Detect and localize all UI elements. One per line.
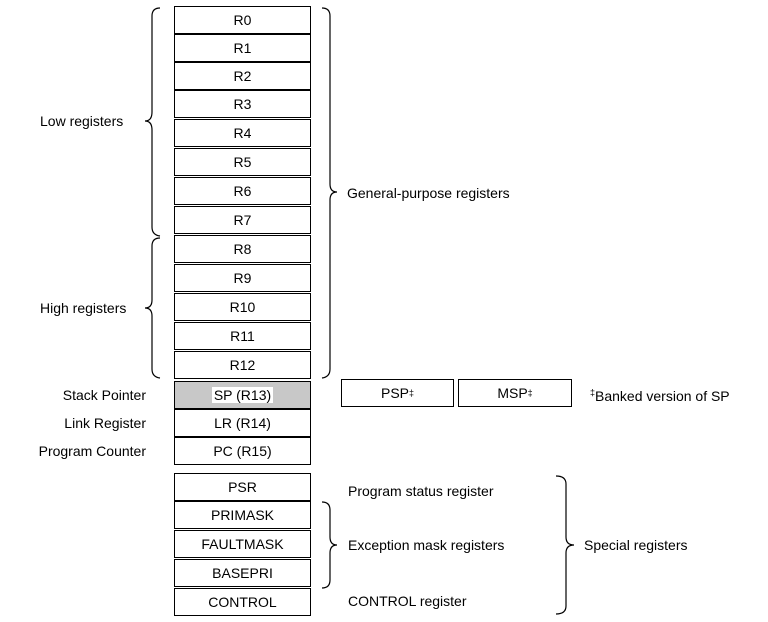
register-r0: R0	[174, 6, 311, 34]
program-counter-label: Program Counter	[38, 443, 146, 459]
register-primask: PRIMASK	[174, 501, 311, 529]
register-control: CONTROL	[174, 588, 311, 616]
register-r1: R1	[174, 34, 311, 62]
register-r2: R2	[174, 62, 311, 90]
low-registers-brace	[144, 7, 161, 237]
stack-pointer-label: Stack Pointer	[62, 387, 146, 403]
register-faultmask: FAULTMASK	[174, 530, 311, 558]
high-registers-label: High registers	[40, 300, 127, 316]
register-pc: PC (R15)	[174, 437, 311, 465]
link-register-label: Link Register	[64, 415, 146, 431]
register-r7: R7	[174, 206, 311, 234]
register-r5: R5	[174, 148, 311, 176]
banked-note: ‡Banked version of SP	[590, 387, 730, 404]
register-basepri: BASEPRI	[174, 559, 311, 587]
msp-box: MSP‡	[458, 379, 572, 407]
psp-box: PSP‡	[341, 379, 454, 407]
register-psr: PSR	[174, 473, 311, 501]
general-purpose-brace	[321, 7, 338, 379]
low-registers-label: Low registers	[40, 113, 124, 129]
control-register-label: CONTROL register	[348, 593, 467, 609]
register-r12: R12	[174, 351, 311, 379]
exception-mask-label: Exception mask registers	[348, 537, 505, 553]
exception-mask-brace	[321, 501, 338, 589]
register-r3: R3	[174, 90, 311, 118]
register-r8: R8	[174, 235, 311, 263]
banked-note-mark: ‡	[590, 387, 596, 398]
register-r6: R6	[174, 177, 311, 205]
special-registers-label: Special registers	[584, 537, 688, 553]
register-sp: SP (R13)	[174, 381, 311, 409]
program-status-label: Program status register	[348, 483, 494, 499]
special-registers-brace	[555, 475, 575, 615]
register-r10: R10	[174, 293, 311, 321]
register-r9: R9	[174, 264, 311, 292]
high-registers-brace	[144, 237, 161, 379]
register-r11: R11	[174, 322, 311, 350]
register-lr: LR (R14)	[174, 409, 311, 437]
register-r4: R4	[174, 119, 311, 147]
general-purpose-label: General-purpose registers	[347, 185, 510, 201]
